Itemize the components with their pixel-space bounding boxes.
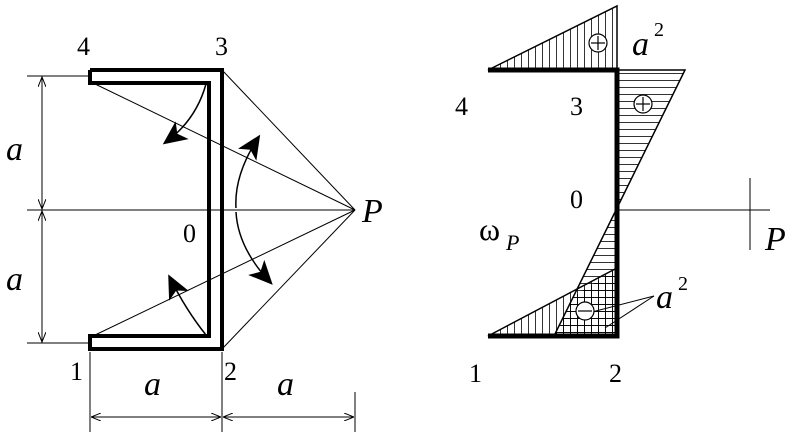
ray-p-to-4 [92, 82, 356, 211]
arrow-lower-arc [168, 274, 207, 336]
dim-label-a-bottom-left: a [144, 366, 161, 403]
point-label-4: 4 [77, 32, 90, 61]
point-label-2: 2 [224, 357, 237, 386]
r-point-label-2: 2 [609, 359, 622, 388]
right-omega-diagram: 4 3 0 1 2 ω P P a 2 a 2 [455, 4, 786, 388]
point-label-1: 1 [70, 357, 83, 386]
point-label-3: 3 [215, 32, 228, 61]
r-point-label-3: 3 [570, 92, 583, 121]
dim-label-a-upper: a [6, 131, 23, 168]
arrow-upper-arc [162, 83, 207, 145]
pole-label: P [361, 193, 383, 230]
a-squared-top-base: a [632, 26, 649, 63]
ray-p-to-1 [92, 209, 356, 337]
ray-p-to-2 [221, 209, 356, 350]
omega-subscript: P [505, 230, 519, 255]
point-label-0: 0 [183, 219, 196, 248]
omega-label: ω [479, 211, 500, 247]
sign-plus-web [633, 94, 653, 114]
channel-outer-outline [88, 68, 224, 351]
a-squared-bottom-base: a [656, 279, 673, 316]
sign-plus-top [588, 33, 608, 53]
r-point-label-1: 1 [469, 359, 482, 388]
ray-p-to-3 [221, 69, 356, 211]
r-point-label-4: 4 [455, 92, 468, 121]
area-web-upper-positive [616, 69, 687, 209]
r-pole-label: P [764, 221, 786, 258]
section-outline-right [488, 67, 620, 339]
a-squared-bottom-exp: 2 [678, 273, 688, 295]
r-point-label-0: 0 [570, 185, 583, 214]
a-squared-top-exp: 2 [654, 19, 664, 41]
leader-line-2 [604, 295, 655, 329]
arrow-middle-down-arc [235, 211, 273, 285]
arrow-middle-up-arc [235, 134, 261, 209]
dim-label-a-lower: a [6, 261, 23, 298]
left-section-figure: 4 3 0 2 1 P a a a a [6, 32, 383, 432]
leader-line-1 [587, 295, 655, 314]
sign-minus-bottom [575, 301, 595, 321]
dim-label-a-bottom-right: a [277, 366, 294, 403]
